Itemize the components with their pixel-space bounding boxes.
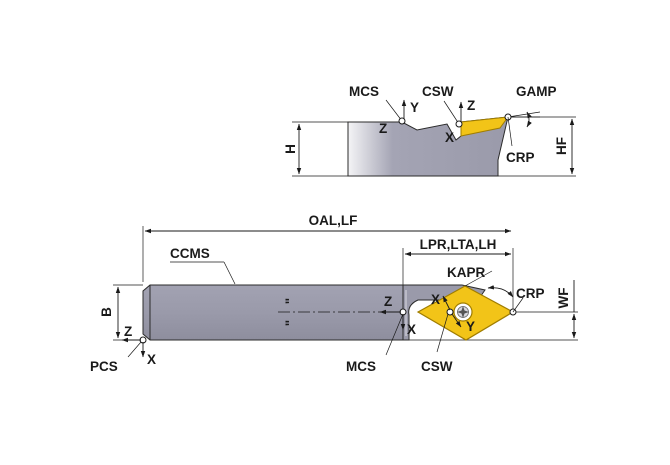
top-mcs-label: MCS: [346, 359, 376, 374]
top-csw-x-label: X: [431, 292, 440, 307]
dimension-hf-label: HF: [554, 137, 569, 155]
side-mcs-z-label: Z: [379, 121, 387, 136]
side-crp-label: CRP: [506, 150, 535, 165]
pcs-x-label: X: [147, 352, 156, 367]
dimension-h-label: H: [283, 144, 298, 154]
side-view-insert: [460, 116, 510, 137]
kapr-label: KAPR: [447, 265, 486, 280]
top-csw-x-axis: [442, 295, 451, 311]
side-mcs-point: [398, 117, 406, 125]
side-mcs-y-label: Y: [410, 100, 419, 115]
gamp-label: GAMP: [516, 84, 557, 99]
top-csw-y-label: Y: [466, 319, 475, 334]
side-mcs-label: MCS: [349, 84, 379, 99]
gamp-arc: [526, 111, 532, 128]
side-view: H HF GAMP MCS Y Z CSW Z X CRP: [283, 84, 576, 177]
top-view-shank: [142, 284, 404, 341]
top-crp-label: CRP: [516, 286, 545, 301]
ccms-label: CCMS: [170, 246, 210, 261]
dimension-b-label: B: [99, 307, 114, 317]
top-mcs-z-label: Z: [384, 294, 392, 309]
dimension-wf-label: WF: [556, 288, 571, 309]
dimension-lpr-label: LPR,LTA,LH: [420, 237, 497, 252]
top-mcs-x-label: X: [407, 322, 416, 337]
top-csw-y-axis: [451, 313, 462, 328]
top-csw-label: CSW: [421, 359, 453, 374]
top-view: OAL,LF LPR,LTA,LH " " CCMS KAPR: [90, 213, 578, 374]
side-csw-label: CSW: [422, 84, 454, 99]
pcs-z-label: Z: [124, 324, 132, 339]
side-csw-z-label: Z: [467, 98, 475, 113]
side-csw-x-label: X: [445, 130, 454, 145]
pcs-label: PCS: [90, 359, 118, 374]
side-csw-point: [455, 120, 463, 128]
quote-mark-upper: ": [283, 298, 298, 304]
quote-mark-lower: ": [283, 320, 298, 326]
kapr-arc: [487, 285, 514, 298]
dimension-oal-label: OAL,LF: [309, 213, 358, 228]
